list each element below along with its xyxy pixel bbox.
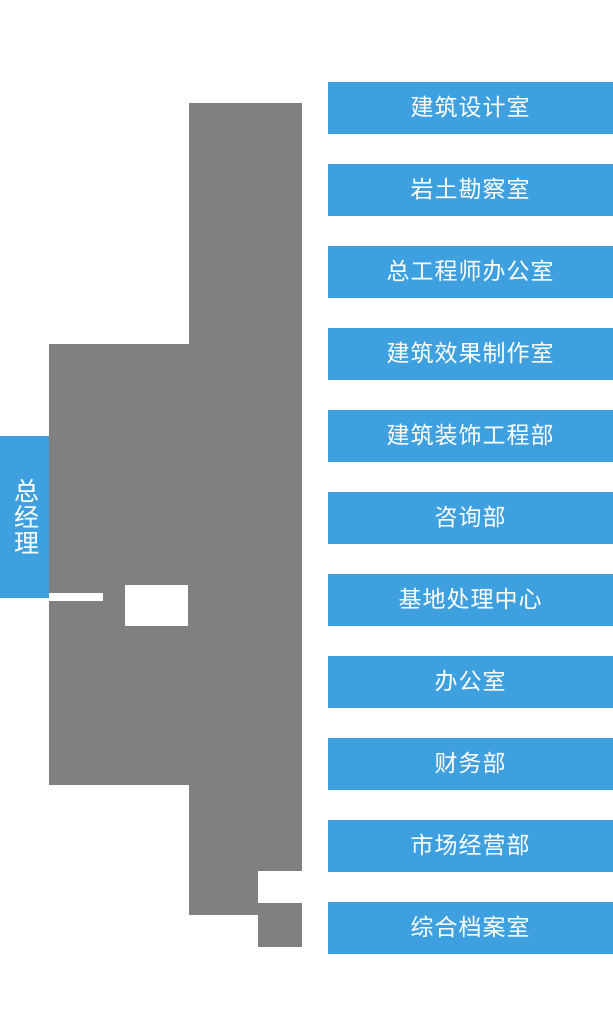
department-node-3[interactable]: 总工程师办公室 [328, 246, 613, 298]
department-node-label: 财务部 [434, 750, 507, 777]
department-node-11[interactable]: 综合档案室 [328, 902, 613, 954]
department-node-8[interactable]: 办公室 [328, 656, 613, 708]
department-node-label: 岩土勘察室 [410, 176, 531, 203]
department-node-label: 建筑设计室 [410, 94, 531, 121]
root-node-label: 总经理 [10, 478, 40, 556]
department-node-label: 建筑效果制作室 [386, 340, 555, 367]
department-node-label: 市场经营部 [410, 832, 531, 859]
connector-top-right-cap [256, 104, 302, 114]
department-node-1[interactable]: 建筑设计室 [328, 82, 613, 134]
department-node-label: 建筑装饰工程部 [386, 422, 555, 449]
connector-middle-block [49, 344, 302, 785]
department-node-9[interactable]: 财务部 [328, 738, 613, 790]
department-node-7[interactable]: 基地处理中心 [328, 574, 613, 626]
root-node-general-manager[interactable]: 总经理 [0, 436, 49, 598]
connector-gap-bottom-right [258, 871, 302, 903]
department-node-label: 办公室 [434, 668, 507, 695]
department-node-2[interactable]: 岩土勘察室 [328, 164, 613, 216]
department-node-label: 咨询部 [434, 504, 507, 531]
connector-upper-stem [189, 103, 302, 344]
department-node-10[interactable]: 市场经营部 [328, 820, 613, 872]
connector-lower-stem [189, 785, 302, 881]
department-node-6[interactable]: 咨询部 [328, 492, 613, 544]
department-node-label: 综合档案室 [410, 914, 531, 941]
department-node-4[interactable]: 建筑效果制作室 [328, 328, 613, 380]
connector-gap-center-block [125, 585, 188, 626]
department-node-label: 总工程师办公室 [386, 258, 555, 285]
connector-gap-left-horizontal [49, 593, 103, 601]
department-node-label: 基地处理中心 [398, 586, 543, 613]
department-node-5[interactable]: 建筑装饰工程部 [328, 410, 613, 462]
